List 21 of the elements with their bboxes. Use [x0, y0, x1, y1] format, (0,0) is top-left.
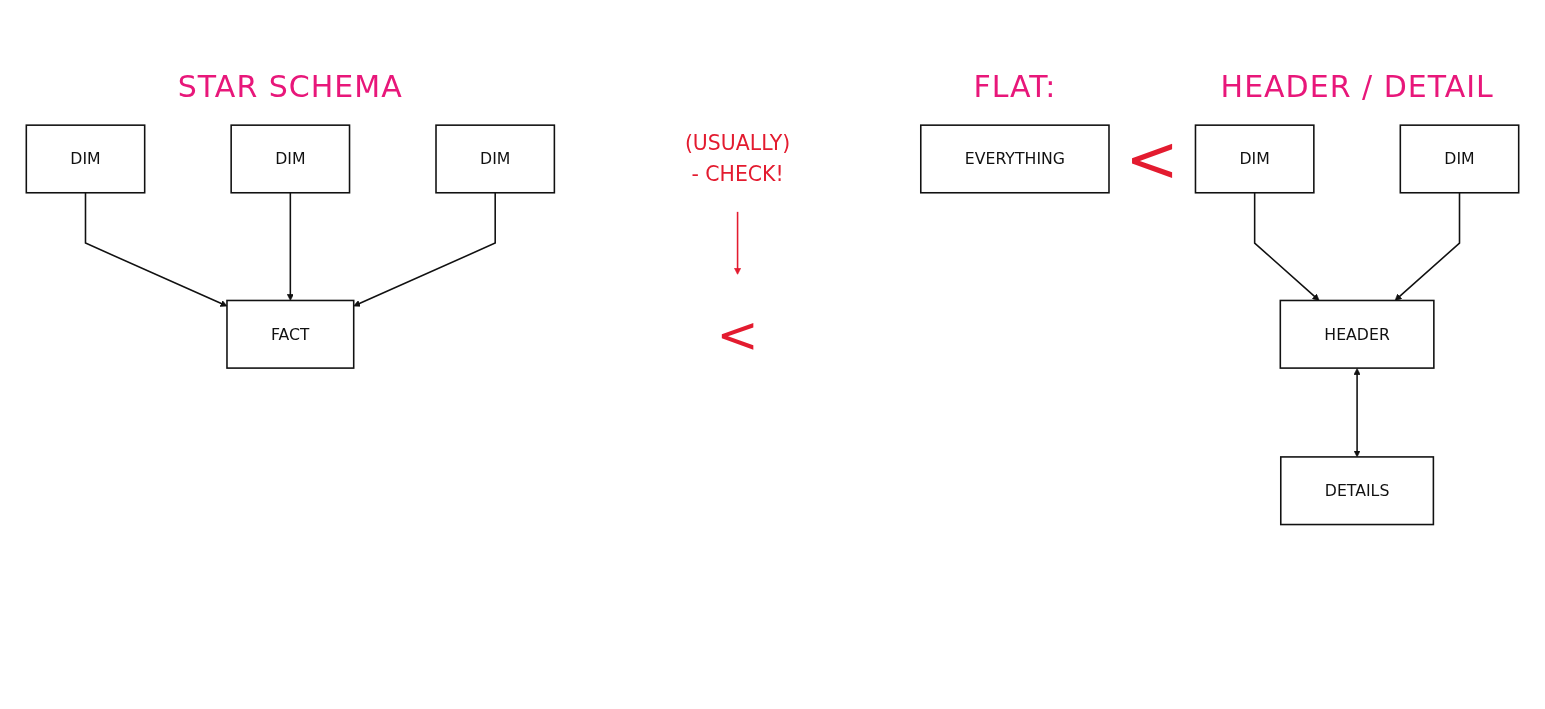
arrow	[1253, 192, 1320, 301]
node-box: FACT	[226, 299, 355, 369]
arrow	[1394, 192, 1461, 301]
section-heading: FLAT:	[973, 70, 1057, 104]
arrow	[734, 210, 742, 275]
node-box: DIM	[25, 124, 146, 194]
node-box: DIM	[230, 124, 351, 194]
node-box: DIM	[1194, 124, 1315, 194]
arrow	[353, 192, 496, 307]
node-text: <	[716, 305, 759, 364]
node-box: DETAILS	[1280, 456, 1435, 526]
node-text: (USUALLY) - CHECK!	[684, 131, 791, 186]
node-box: DIM	[1399, 124, 1520, 194]
node-box: HEADER	[1279, 299, 1435, 369]
section-heading: HEADER / DETAIL	[1220, 70, 1494, 104]
arrow	[286, 192, 294, 301]
arrow	[1353, 368, 1361, 458]
section-heading: STAR SCHEMA	[177, 70, 403, 104]
node-box: EVERYTHING	[920, 124, 1110, 194]
node-box: DIM	[435, 124, 556, 194]
less-than-sign: <	[1125, 123, 1179, 195]
